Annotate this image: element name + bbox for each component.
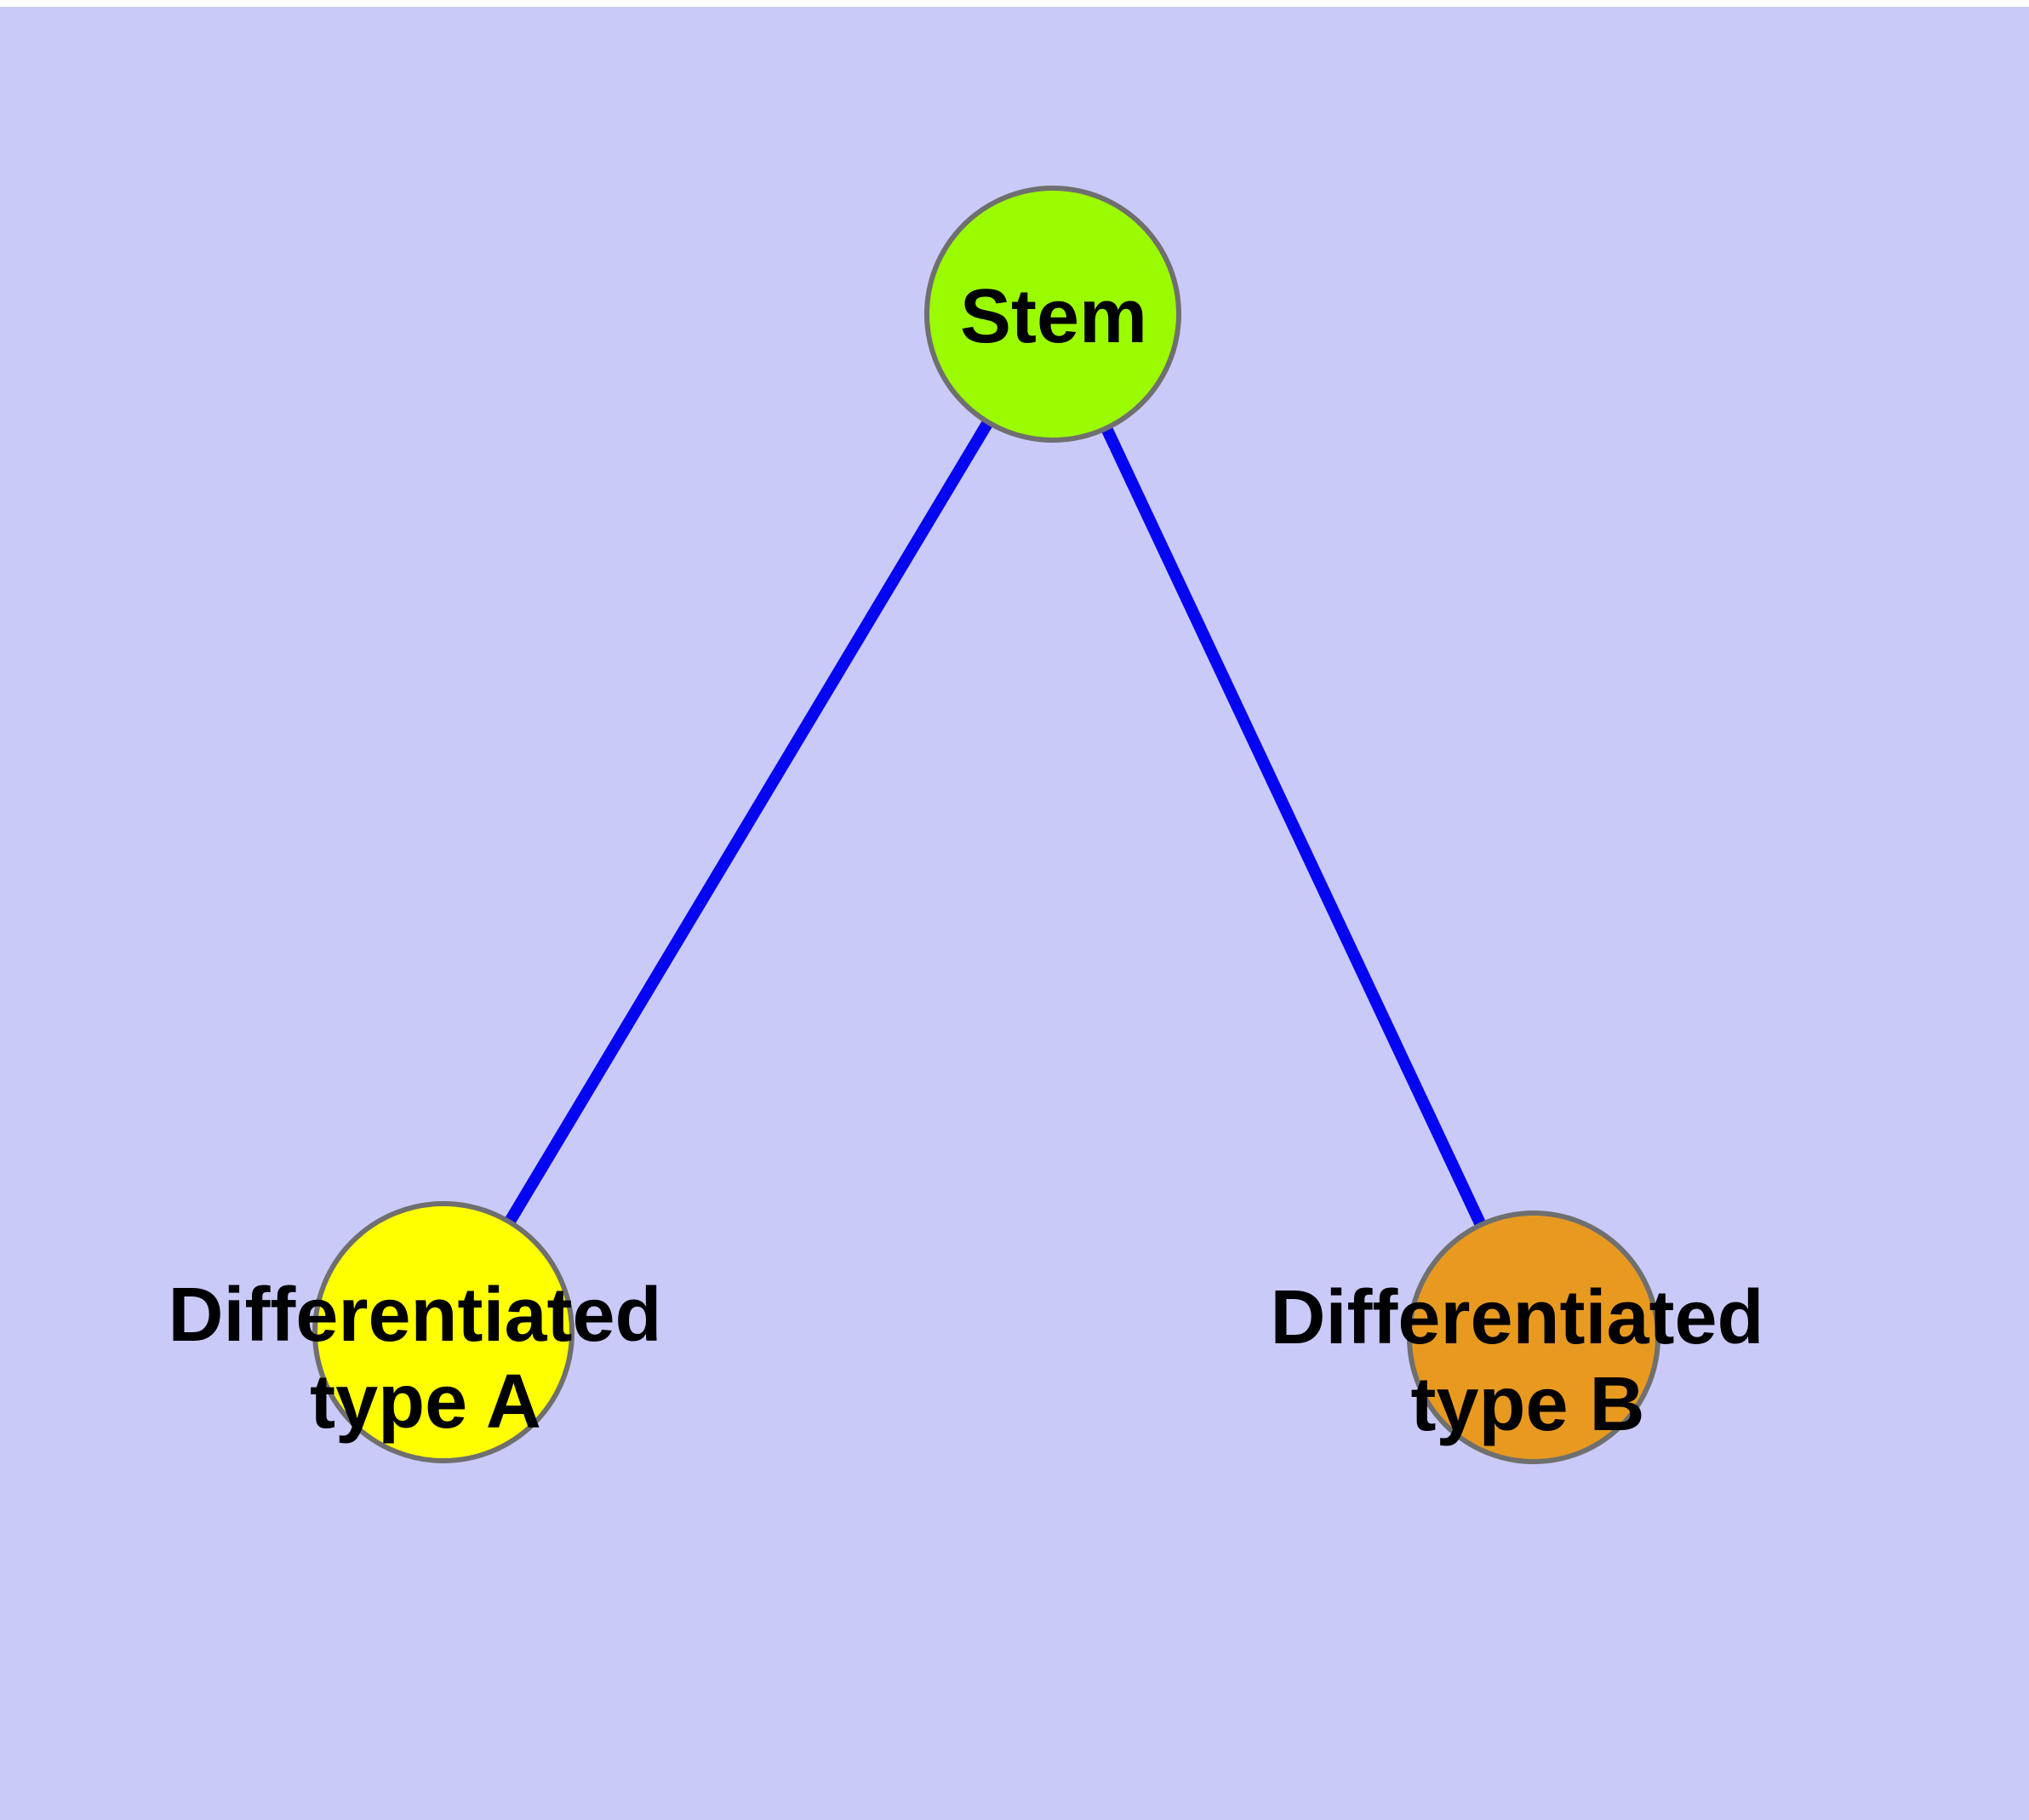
node-label-type-a: Differentiated type A bbox=[168, 1273, 683, 1445]
node-label-type-a-line2: type A bbox=[310, 1359, 541, 1445]
node-differentiated-type-b bbox=[1407, 1210, 1660, 1464]
node-differentiated-type-a bbox=[312, 1201, 574, 1463]
node-label-type-b-line2: type B bbox=[1410, 1362, 1644, 1447]
node-label-type-b: Differentiated type B bbox=[1270, 1275, 1785, 1447]
node-label-type-a-line1: Differentiated bbox=[168, 1273, 661, 1358]
node-label-stem: Stem bbox=[960, 274, 1147, 359]
node-label-type-b-line1: Differentiated bbox=[1270, 1275, 1763, 1360]
edge-stem-to-type-a bbox=[437, 311, 1059, 1336]
node-stem bbox=[924, 186, 1181, 443]
edge-stem-to-type-b bbox=[1047, 312, 1540, 1340]
